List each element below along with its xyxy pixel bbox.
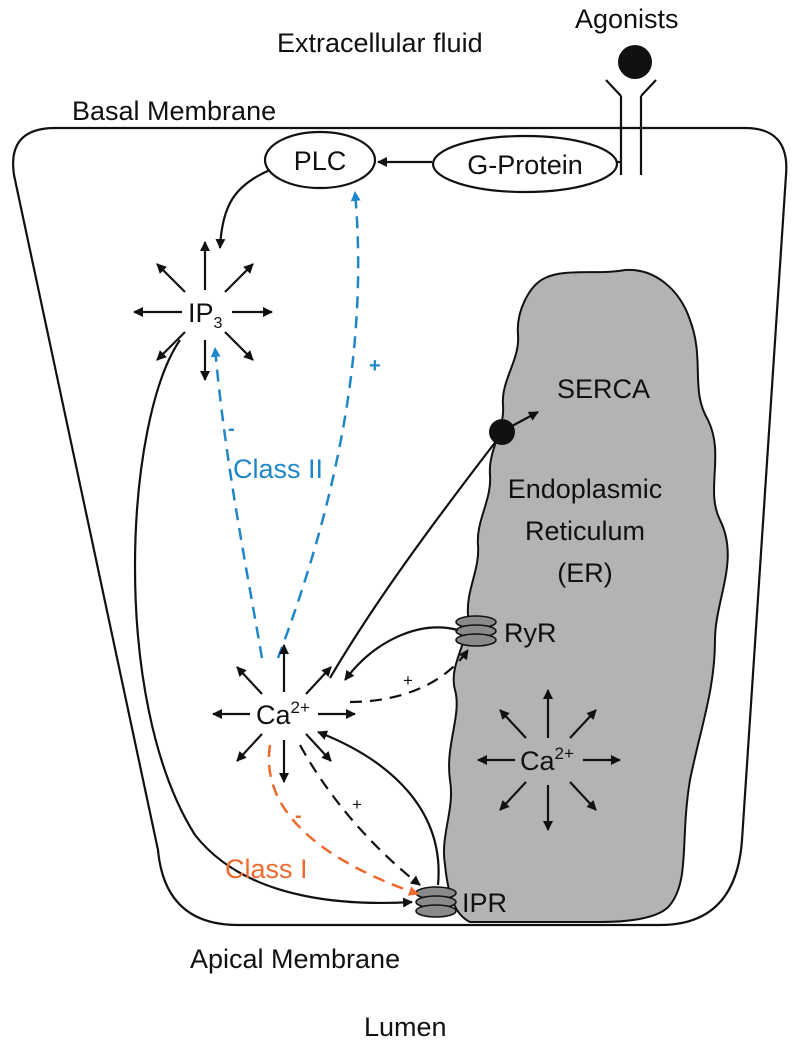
class-i-ca-to-ipr bbox=[267, 744, 419, 896]
plc-label: PLC bbox=[294, 146, 347, 176]
class-ii-minus-sign: - bbox=[228, 418, 235, 440]
class-i-minus-sign: - bbox=[295, 805, 302, 827]
extracellular-fluid-label: Extracellular fluid bbox=[277, 28, 483, 58]
agonist-icon bbox=[618, 45, 652, 79]
ryr-label: RyR bbox=[504, 618, 557, 648]
lumen-label: Lumen bbox=[364, 1012, 447, 1042]
class-ii-label: Class II bbox=[233, 454, 323, 484]
ca-label: Ca2+ bbox=[256, 698, 310, 730]
ryr-channel-icon bbox=[455, 615, 497, 647]
ip3-to-ipr-arrow bbox=[133, 339, 413, 908]
ipr-to-ca-arrow bbox=[317, 730, 440, 886]
er-label-line1: Endoplasmic bbox=[508, 474, 663, 504]
er-label-line2: Reticulum bbox=[525, 516, 645, 546]
apical-membrane-label: Apical Membrane bbox=[190, 944, 400, 974]
plc-to-ip3-arrow bbox=[215, 168, 271, 249]
er-ca-label: Ca2+ bbox=[520, 744, 574, 776]
class-i-label: Class I bbox=[225, 854, 308, 884]
basal-membrane-label: Basal Membrane bbox=[72, 96, 276, 126]
class-ii-plus-sign: + bbox=[369, 355, 381, 377]
agonists-label: Agonists bbox=[575, 4, 679, 34]
g-protein-node bbox=[431, 134, 619, 194]
ca-to-serca-arrow bbox=[329, 439, 498, 679]
cell-membrane bbox=[12, 126, 788, 927]
ipr-plus-sign: + bbox=[352, 795, 362, 814]
g-protein-label: G-Protein bbox=[467, 150, 583, 180]
ca-to-ipr-dashed bbox=[299, 744, 421, 886]
ryr-plus-sign: + bbox=[403, 671, 413, 690]
ca-diffusion-icon bbox=[212, 644, 356, 783]
er-label-line3: (ER) bbox=[557, 558, 613, 588]
ryr-to-ca-arrow bbox=[344, 626, 459, 681]
endoplasmic-reticulum bbox=[443, 268, 729, 923]
plc-node bbox=[263, 130, 377, 190]
class-ii-ca-to-ip3 bbox=[210, 347, 264, 659]
ip3-diffusion-icon bbox=[133, 241, 273, 381]
ip3-label: IP3 bbox=[188, 298, 223, 332]
ca-to-ryr-dashed bbox=[349, 649, 469, 704]
class-ii-ca-to-plc bbox=[276, 191, 361, 659]
serca-label: SERCA bbox=[557, 374, 650, 404]
er-ca-diffusion-icon bbox=[477, 689, 621, 831]
ipr-channel-icon bbox=[415, 886, 457, 918]
ipr-label: IPR bbox=[462, 888, 507, 918]
serca-pump-icon bbox=[489, 419, 515, 445]
serca-pump-arrow bbox=[511, 411, 539, 427]
